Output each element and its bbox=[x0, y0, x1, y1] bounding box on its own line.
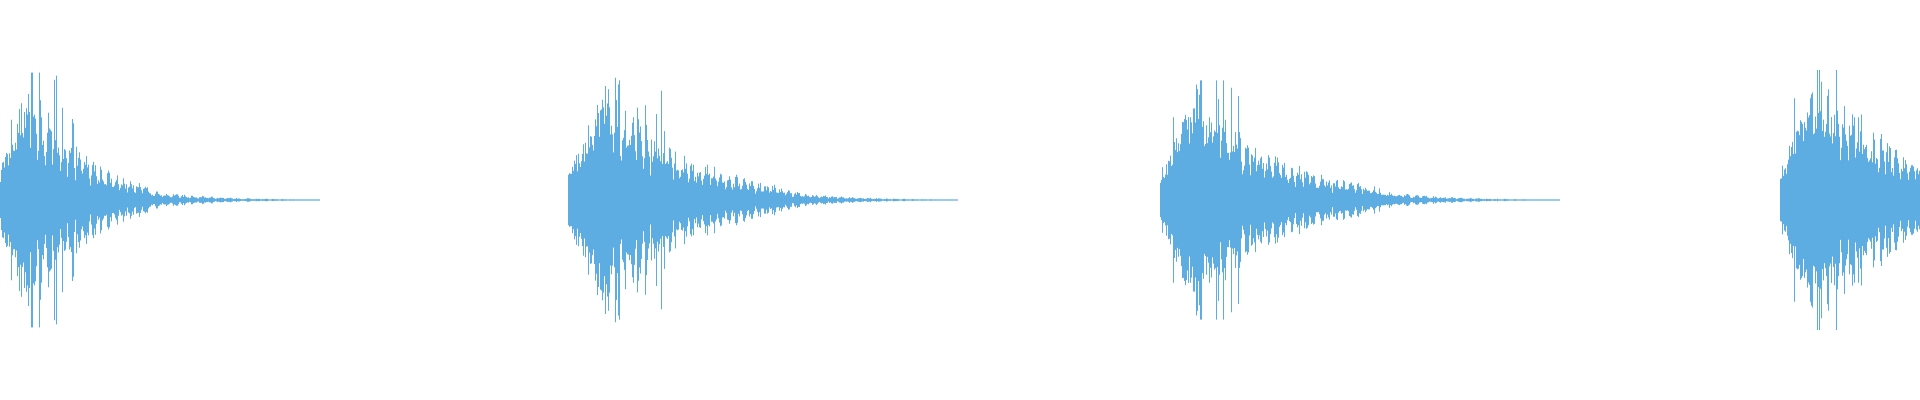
waveform-burst-2-core bbox=[572, 178, 652, 222]
waveform-burst-4-core bbox=[1784, 178, 1864, 222]
waveform-burst-3-core bbox=[1164, 178, 1244, 222]
waveform-burst-4 bbox=[1780, 70, 1920, 330]
waveform-burst-2 bbox=[568, 77, 958, 323]
waveform-burst-1 bbox=[0, 72, 320, 328]
waveform-burst-3 bbox=[1160, 80, 1560, 320]
waveform-burst-1-core bbox=[4, 178, 74, 222]
